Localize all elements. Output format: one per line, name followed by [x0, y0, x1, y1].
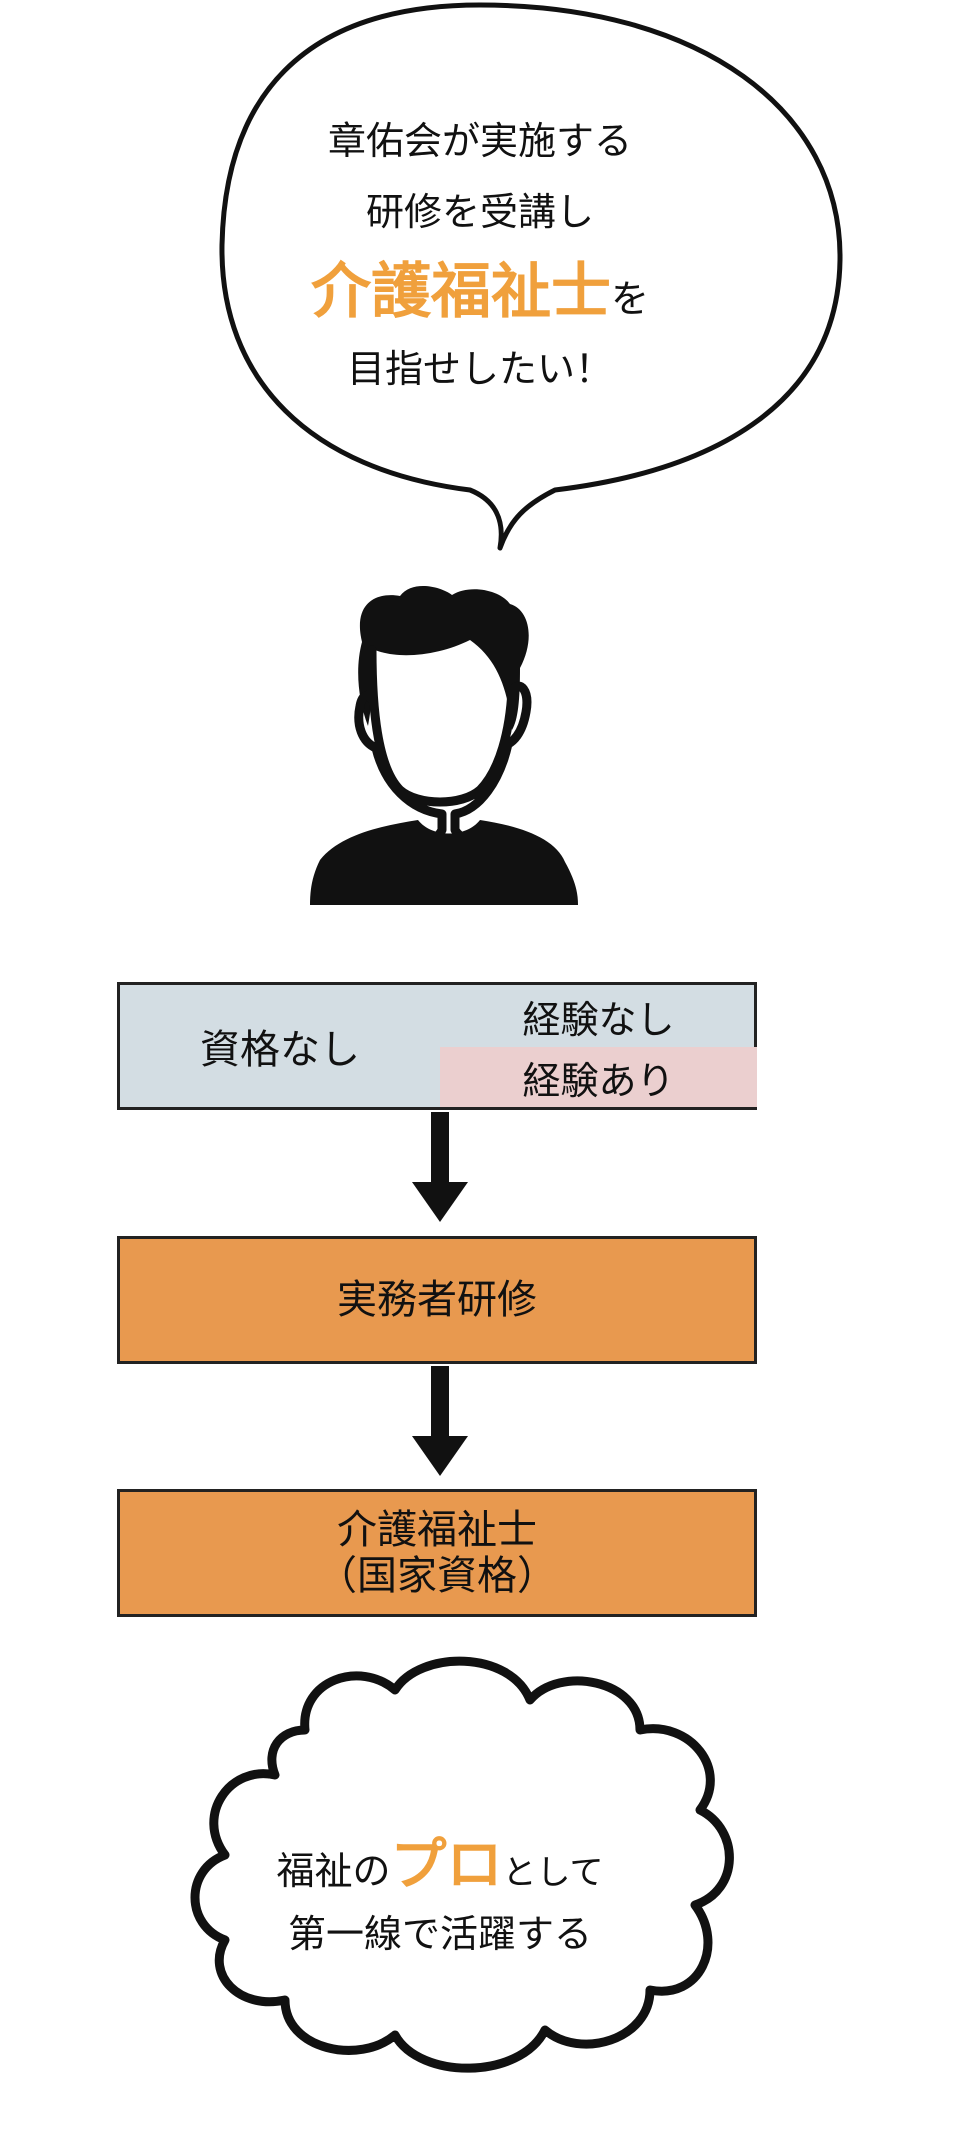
experience-none-label: 経験なし — [522, 997, 675, 1042]
speech-line-4: 目指せしたい！ — [346, 347, 613, 391]
speech-line-2: 研修を受講し — [365, 190, 594, 234]
training-label: 実務者研修 — [337, 1277, 537, 1323]
speech-highlight-text: 介護福祉士 — [310, 257, 611, 327]
cloud-suffix-text: として — [502, 1853, 604, 1893]
cloud-highlight-text: プロ — [390, 1833, 503, 1898]
person-icon — [310, 586, 578, 905]
certification-box: 介護福祉士 （国家資格） — [117, 1489, 757, 1617]
cloud-line-1: 福祉のプロとして — [200, 1838, 680, 1894]
certification-title: 介護福祉士 — [337, 1507, 537, 1553]
training-box: 実務者研修 — [117, 1236, 757, 1364]
speech-line-1: 章佑会が実施する — [327, 119, 632, 163]
status-box: 資格なし 経験なし 経験あり — [117, 982, 757, 1110]
qualification-label: 資格なし — [200, 1027, 360, 1073]
speech-line-3: 介護福祉士を — [245, 262, 715, 322]
arrow-down-icon — [412, 1366, 468, 1476]
cloud-line-2: 第一線で活躍する — [287, 1912, 592, 1956]
arrow-down-icon — [412, 1112, 468, 1222]
cloud-prefix-text: 福祉の — [276, 1849, 391, 1893]
certification-subtitle: （国家資格） — [317, 1553, 557, 1599]
thought-cloud — [190, 1656, 734, 2073]
speech-bubble — [219, 2, 843, 551]
experience-yes-label: 経験あり — [440, 1047, 757, 1107]
speech-suffix-text: を — [610, 277, 649, 321]
